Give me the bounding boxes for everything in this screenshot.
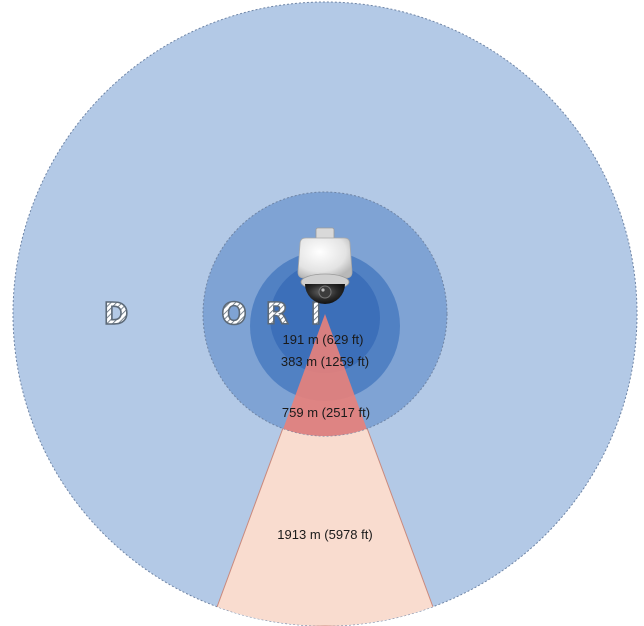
zone-letter-observation: O: [221, 297, 247, 332]
ptz-dome-camera-icon: [297, 227, 353, 304]
observation-range-label: 759 m (2517 ft): [282, 405, 370, 420]
detection-range-label: 1913 m (5978 ft): [277, 527, 372, 542]
zone-letter-recognition: R: [265, 297, 288, 332]
zone-letter-detection: D: [104, 297, 129, 332]
detection-cone: [209, 312, 441, 626]
identification-range-label: 191 m (629 ft): [283, 332, 364, 347]
observation-cone: [250, 314, 400, 436]
recognition-range-label: 383 m (1259 ft): [281, 354, 369, 369]
zone-letter-identification: I: [310, 297, 321, 332]
